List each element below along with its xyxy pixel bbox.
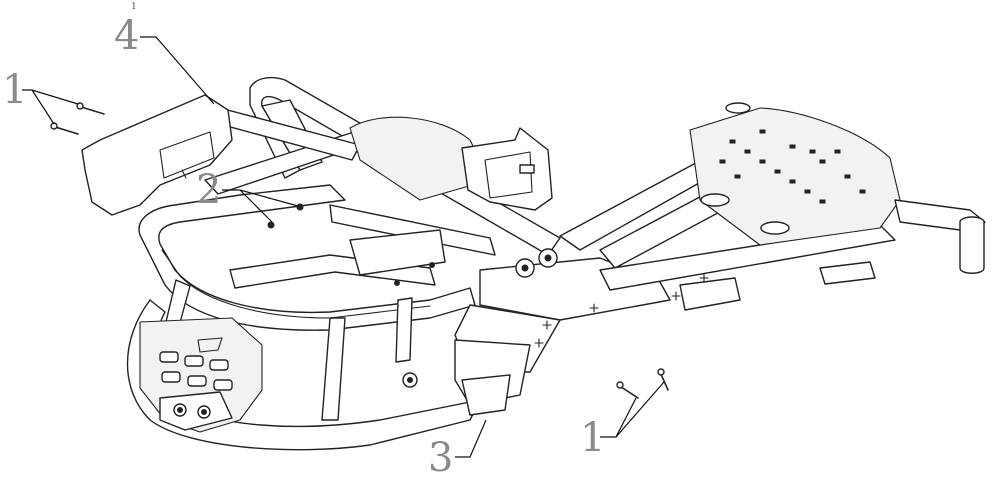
callout-part-1-bottom: 1 <box>580 415 606 461</box>
callout-part-1-top: 1 <box>2 67 28 113</box>
rear-frame <box>559 102 986 311</box>
bolts-top-part-1 <box>50 102 105 135</box>
bolts-bottom-part-1 <box>616 368 669 399</box>
nuts-part-2 <box>267 203 435 286</box>
callout-part-3: 3 <box>428 435 454 481</box>
deck-slots <box>719 129 866 204</box>
callout-part-2: 2 <box>196 167 222 213</box>
shield-panel-part-4 <box>81 94 233 216</box>
leader-lines <box>22 36 665 458</box>
callout-part-4: 4 <box>114 13 140 59</box>
callout-small-mark: 1 <box>131 2 137 12</box>
